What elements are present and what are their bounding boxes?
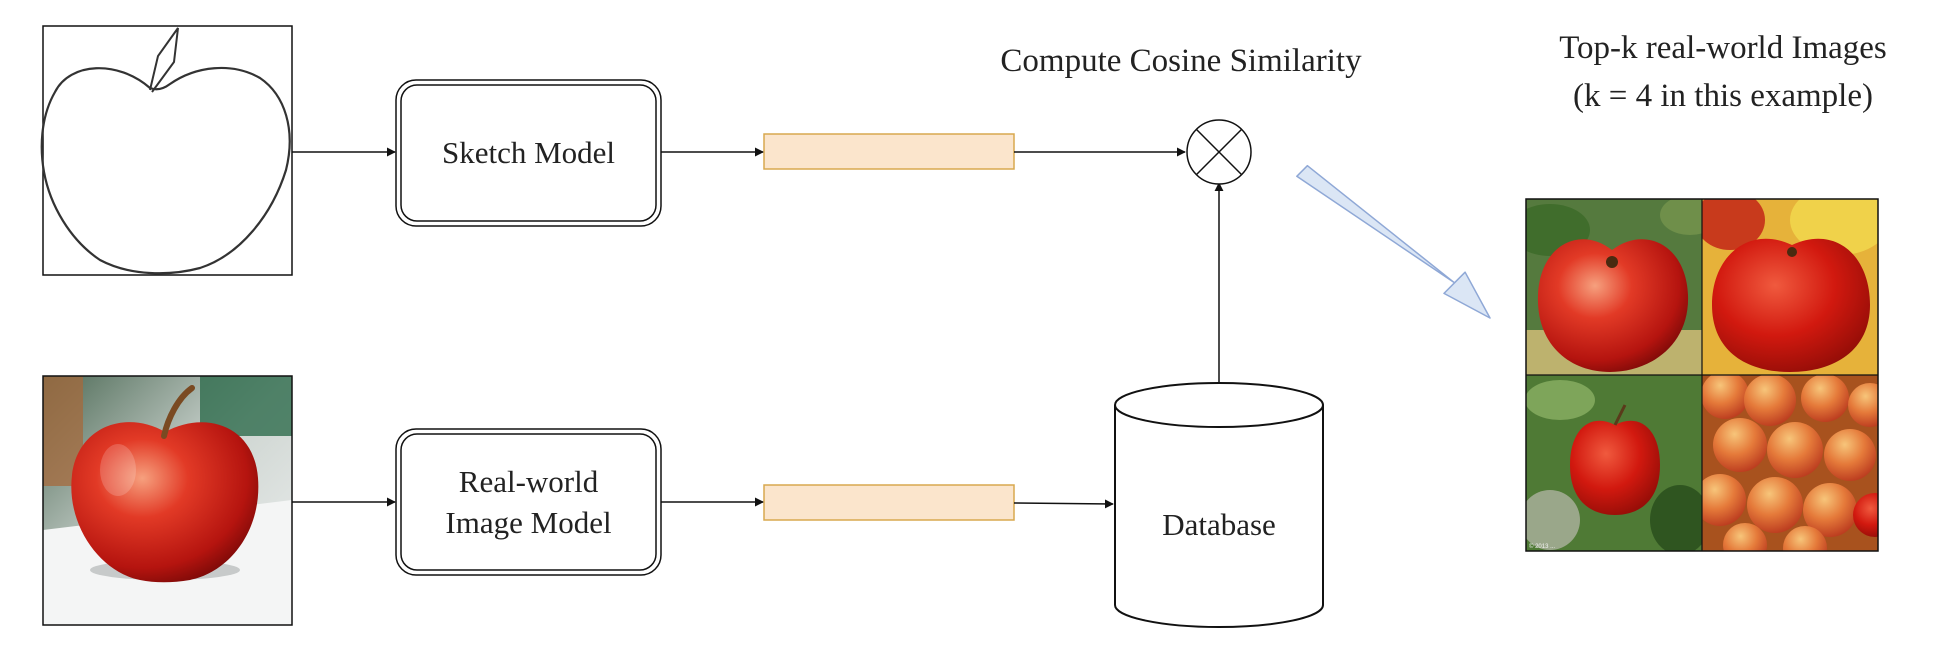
result-image-4 bbox=[1702, 375, 1878, 551]
result-image-1 bbox=[1526, 199, 1702, 375]
database-label: Database bbox=[1162, 507, 1276, 542]
topk-title-line1: Top-k real-world Images bbox=[1559, 30, 1887, 66]
realworld-model-box: Real-world Image Model bbox=[395, 428, 662, 576]
arrow-embedding-to-database bbox=[1013, 499, 1114, 509]
sketch-embedding-bar bbox=[763, 133, 1015, 170]
realworld-model-label-line1: Real-world bbox=[459, 464, 599, 499]
apple-outline-sketch bbox=[40, 66, 291, 275]
flow-arrows bbox=[292, 147, 1224, 509]
circled-x-icon bbox=[1186, 119, 1252, 185]
topk-results-grid: © 2013 ... bbox=[1525, 198, 1879, 552]
realworld-input-photo bbox=[43, 376, 292, 625]
results-arrow bbox=[1296, 164, 1491, 319]
sketch-model-label: Sketch Model bbox=[442, 135, 615, 170]
realworld-embedding-bar bbox=[763, 484, 1015, 521]
topk-title-line2: (k = 4 in this example) bbox=[1573, 78, 1873, 114]
realworld-model-label-line2: Image Model bbox=[445, 505, 611, 540]
cylinder-database-icon: Database bbox=[1114, 382, 1324, 628]
sketch-input-image bbox=[40, 25, 293, 276]
result-image-2 bbox=[1702, 199, 1878, 375]
sketch-model-box: Sketch Model bbox=[395, 79, 662, 227]
stem-sketch bbox=[149, 27, 179, 93]
result-image-3-credit: © 2013 ... bbox=[1529, 543, 1555, 550]
similarity-label: Compute Cosine Similarity bbox=[1000, 43, 1362, 79]
result-image-3: © 2013 ... bbox=[1526, 375, 1702, 551]
